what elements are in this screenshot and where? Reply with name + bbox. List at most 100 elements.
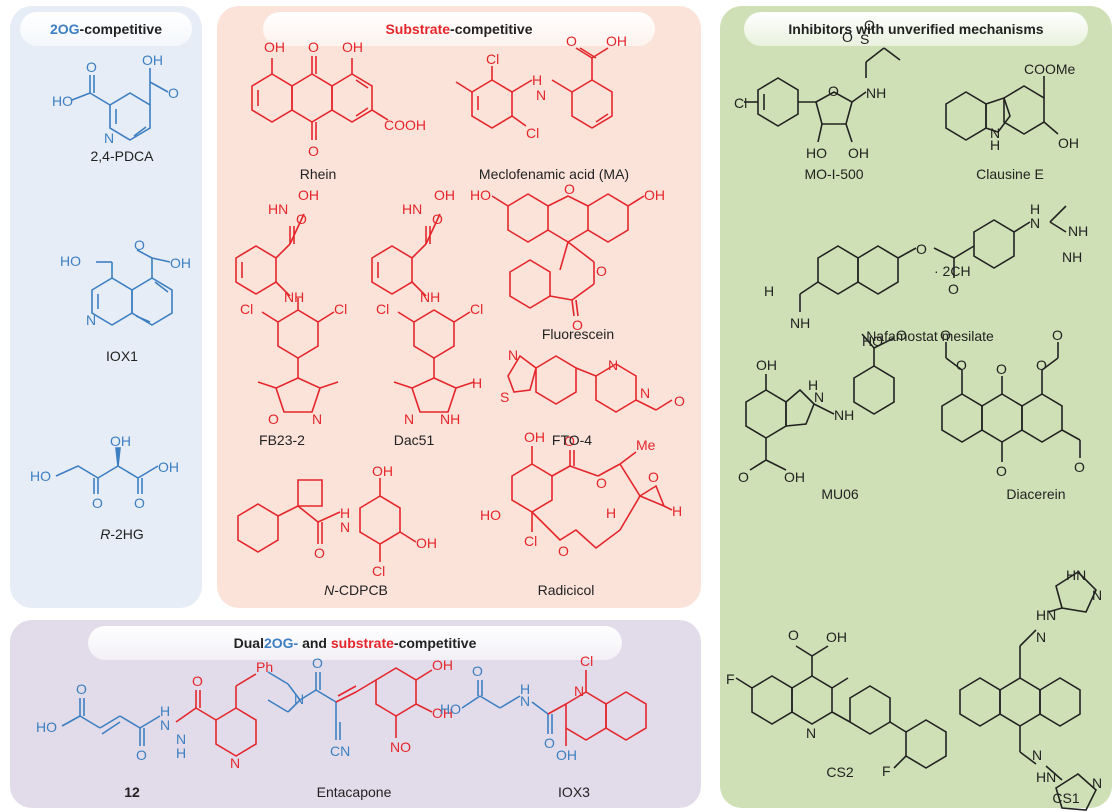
atom-oh: OH xyxy=(1058,135,1079,151)
atom-nh: NH xyxy=(1068,223,1088,239)
label-mo: MO-I-500 xyxy=(804,166,864,182)
atom-o: O xyxy=(558,543,569,559)
atom-o: O xyxy=(788,627,799,643)
atom-h: H xyxy=(176,745,186,761)
atom-o: O xyxy=(674,393,685,409)
atom-n: N xyxy=(608,357,618,373)
atom-o: O xyxy=(432,211,443,227)
atom-n: N xyxy=(230,755,240,771)
atom-n: N xyxy=(404,411,414,427)
atom-o: O xyxy=(1052,327,1063,343)
atom-coome: COOMe xyxy=(1024,61,1076,77)
label-cs2: CS2 xyxy=(826,764,854,780)
structure-rhein xyxy=(251,56,389,140)
label-diacerein: Diacerein xyxy=(1006,486,1066,502)
atom-n: N xyxy=(536,87,546,103)
label-compound-12: 12 xyxy=(124,784,140,800)
label-r2hg-rest: -2HG xyxy=(110,526,144,542)
atom-cl: Cl xyxy=(240,301,253,317)
atom-o: O xyxy=(566,33,577,49)
title-rest-2og: -competitive xyxy=(79,21,163,37)
atom-oh: OH xyxy=(826,629,847,645)
label-fluorescein: Fluorescein xyxy=(541,326,615,342)
title-unverified: Inhibitors with unverified mechanisms xyxy=(788,21,1044,37)
atom-oh: OH xyxy=(556,747,577,763)
atom-o: O xyxy=(564,181,575,197)
atom-o: O xyxy=(268,411,279,427)
atom-nh: NH xyxy=(440,411,460,427)
title-dual-prefix: Dual xyxy=(233,635,264,651)
atom-hn: HN xyxy=(1036,607,1056,623)
atom-oh: OH xyxy=(606,33,627,49)
atom-n: N xyxy=(1032,747,1042,763)
label-fto4: FTO-4 xyxy=(551,432,593,448)
label-r2hg-prefix: R xyxy=(100,526,111,542)
title-dual-hl2: substrate xyxy=(330,635,394,651)
atom-oh: OH xyxy=(784,469,805,485)
atom-ho: HO xyxy=(52,93,73,109)
atom-oh: OH xyxy=(342,39,363,55)
atom-h: H xyxy=(808,377,818,393)
atom-n: N xyxy=(104,130,114,146)
atom-oh: OH xyxy=(372,463,393,479)
title-dual-rest: -competitive xyxy=(393,635,477,651)
atom-nh: NH xyxy=(834,407,854,423)
atom-oh: OH xyxy=(644,187,665,203)
atom-cl: Cl xyxy=(524,533,537,549)
atom-ho: HO xyxy=(806,145,827,161)
atom-o: O xyxy=(544,735,555,751)
atom-h: H xyxy=(520,681,530,697)
atom-ph: Ph xyxy=(256,659,273,675)
structure-fto4 xyxy=(507,354,673,413)
atom-nh: NH xyxy=(866,85,886,101)
label-pdca: 2,4-PDCA xyxy=(90,148,154,164)
acid-label: · 2CH xyxy=(934,263,971,279)
structure-radicicol xyxy=(511,446,673,550)
atom-o: O xyxy=(842,29,853,45)
label-radicicol: Radicicol xyxy=(537,582,595,598)
label-nafamostat: Nafamostat mesilate xyxy=(866,328,994,344)
atom-h: H xyxy=(1030,201,1040,217)
atom-o: O xyxy=(948,281,959,297)
atom-o: O xyxy=(896,327,907,343)
panel-title-2og: 2OG-competitive xyxy=(20,12,192,46)
atom-n: N xyxy=(160,717,170,733)
title-highlight-2og: 2OG xyxy=(49,21,80,37)
atom-o: O xyxy=(134,495,145,511)
atom-o: O xyxy=(86,59,97,75)
structure-fluorescein xyxy=(491,193,645,317)
atom-o: O xyxy=(472,663,483,679)
atom-n: N xyxy=(86,312,96,328)
title-rest-substrate: -competitive xyxy=(450,21,533,37)
atom-o: O xyxy=(564,433,575,449)
atom-cl: Cl xyxy=(470,301,483,317)
atom-hn: HN xyxy=(1066,567,1086,583)
atom-n: N xyxy=(574,683,584,699)
structure-ma xyxy=(455,47,613,129)
atom-o: O xyxy=(916,241,927,257)
atom-cl: Cl xyxy=(334,301,347,317)
atom-h: H xyxy=(340,505,350,521)
atom-cl: Cl xyxy=(372,563,385,579)
atom-oh: OH xyxy=(524,429,545,445)
atom-o: O xyxy=(996,361,1007,377)
atom-oh: OH xyxy=(158,459,179,475)
atom-hn: HN xyxy=(402,201,422,217)
atom-cooh: COOH xyxy=(384,117,426,133)
atom-n: N xyxy=(1092,587,1102,603)
atom-o: O xyxy=(76,681,87,697)
atom-o: O xyxy=(828,83,839,99)
label-r2hg: R-2HG xyxy=(100,526,144,542)
atom-oh: OH xyxy=(848,145,869,161)
label-clausine: Clausine E xyxy=(976,166,1044,182)
atom-n: N xyxy=(340,519,350,535)
atom-f: F xyxy=(726,671,735,687)
atom-o: O xyxy=(1074,459,1085,475)
atom-oh: OH xyxy=(142,52,163,68)
atom-h: H xyxy=(672,503,682,519)
atom-n: N xyxy=(520,693,530,709)
atom-o: O xyxy=(572,317,583,333)
label-cdpcb-prefix: N xyxy=(324,582,335,598)
